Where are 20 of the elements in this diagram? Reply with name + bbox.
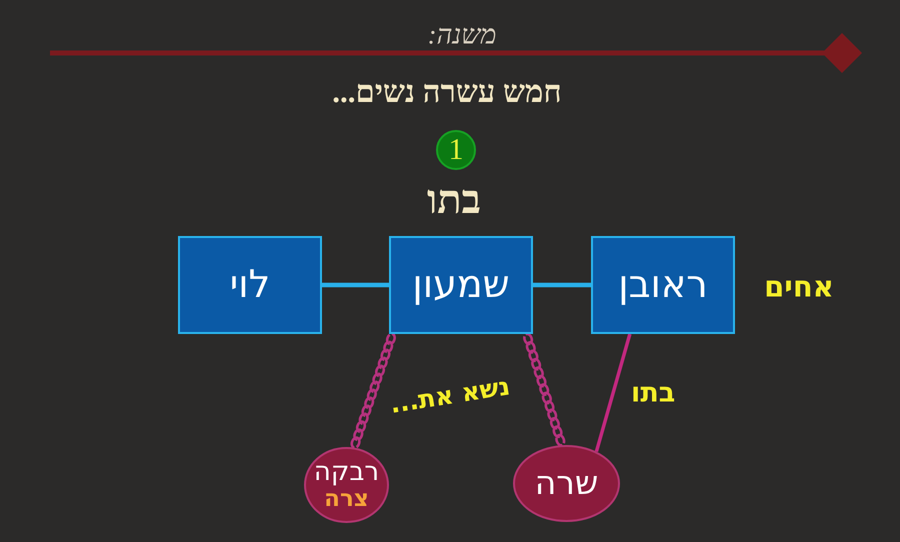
header-label: משנה: <box>428 19 496 51</box>
person-note: צרה <box>324 486 369 512</box>
chain-line <box>523 332 566 447</box>
relation-label: נשא את... <box>388 372 512 420</box>
person-box <box>591 236 735 334</box>
title: חמש עשרה נשים... <box>332 73 562 111</box>
connector-line <box>533 282 591 288</box>
person-name: ראובן <box>618 264 708 306</box>
person-name: שרה <box>534 465 598 502</box>
person-name: לוי <box>230 264 270 306</box>
heading: בתו <box>427 177 481 223</box>
connector-line <box>322 282 389 288</box>
chain-line <box>350 332 396 450</box>
step-number: 1 <box>436 130 476 170</box>
connector-line <box>594 334 632 452</box>
person-box <box>389 236 533 334</box>
person-box <box>178 236 322 334</box>
person-name: רבקה <box>314 458 380 487</box>
person-name: שמעון <box>412 264 510 306</box>
relation-label: אחים <box>764 270 834 304</box>
